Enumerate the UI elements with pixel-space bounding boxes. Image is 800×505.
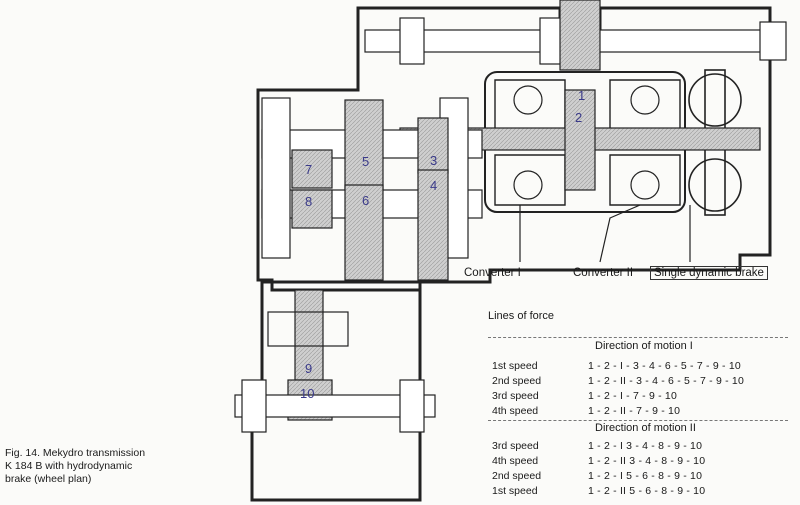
direction-2-heading: Direction of motion II bbox=[595, 422, 696, 434]
main-shaft bbox=[399, 89, 761, 191]
d2-row-4-speed: 1st speed bbox=[492, 485, 538, 497]
d2-row-2-sequence: 1 - 2 - II 3 - 4 - 8 - 9 - 10 bbox=[588, 455, 706, 467]
gear-number-4: 4 bbox=[430, 178, 437, 193]
table-title: Lines of force bbox=[488, 310, 555, 322]
gear-number-5: 5 bbox=[362, 154, 369, 169]
d2-row-3-sequence: 1 - 2 - I 5 - 6 - 8 - 9 - 10 bbox=[588, 470, 703, 482]
divider bbox=[488, 420, 788, 421]
gear-number-1: 1 bbox=[578, 88, 585, 103]
brake-label: Single dynamic brake bbox=[650, 266, 768, 280]
gear-number-9: 9 bbox=[305, 361, 312, 376]
gear-number-labels: 1 2 3 4 5 6 7 8 9 10 bbox=[300, 88, 585, 401]
gear-wheels bbox=[287, 99, 449, 421]
gear-number-10: 10 bbox=[300, 386, 314, 401]
d1-row-4-speed: 4th speed bbox=[492, 405, 539, 417]
d2-row-1-sequence: 1 - 2 - I 3 - 4 - 8 - 9 - 10 bbox=[588, 440, 703, 452]
gear-number-3: 3 bbox=[430, 153, 437, 168]
gear-number-6: 6 bbox=[362, 193, 369, 208]
d2-row-2-speed: 4th speed bbox=[492, 455, 539, 467]
divider bbox=[488, 337, 788, 338]
d2-row-1-speed: 3rd speed bbox=[492, 440, 539, 452]
figure-caption: Fig. 14. Mekydro transmission K 184 B wi… bbox=[5, 447, 146, 485]
d1-row-3-sequence: 1 - 2 - I - 7 - 9 - 10 bbox=[588, 390, 678, 402]
d1-row-2-speed: 2nd speed bbox=[492, 375, 542, 387]
d2-row-3-speed: 2nd speed bbox=[492, 470, 542, 482]
converter-1-label: Converter I bbox=[464, 267, 521, 279]
gear-number-2: 2 bbox=[575, 110, 582, 125]
d1-row-1-speed: 1st speed bbox=[492, 360, 538, 372]
converter-2-label: Converter II bbox=[573, 267, 634, 279]
d1-row-3-speed: 3rd speed bbox=[492, 390, 539, 402]
d1-row-2-sequence: 1 - 2 - II - 3 - 4 - 6 - 5 - 7 - 9 - 10 bbox=[588, 375, 745, 387]
bottom-output-shaft bbox=[234, 311, 436, 433]
direction-1-heading: Direction of motion I bbox=[595, 340, 693, 352]
leader-lines bbox=[519, 204, 691, 263]
d1-row-1-sequence: 1 - 2 - I - 3 - 4 - 6 - 5 - 7 - 9 - 10 bbox=[588, 360, 741, 372]
d1-row-4-sequence: 1 - 2 - II - 7 - 9 - 10 bbox=[588, 405, 681, 417]
d2-row-4-sequence: 1 - 2 - II 5 - 6 - 8 - 9 - 10 bbox=[588, 485, 706, 497]
gear-number-7: 7 bbox=[305, 162, 312, 177]
gear-number-8: 8 bbox=[305, 194, 312, 209]
top-output-shaft bbox=[364, 0, 787, 71]
